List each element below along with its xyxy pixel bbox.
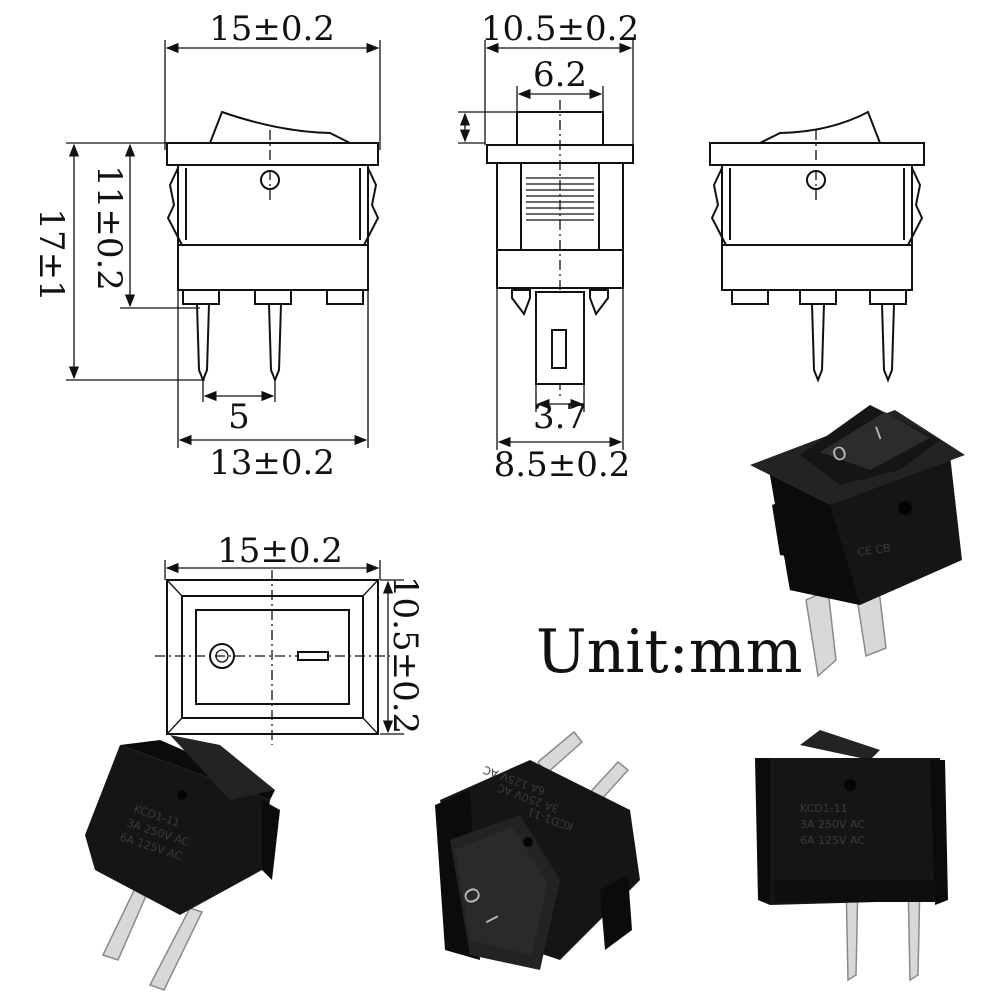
photo-switch-back: KCD1-11 3A 250V AC 6A 125V AC [755, 730, 948, 982]
photo-switch-front: O I CE CB [750, 405, 965, 678]
photo-1-marking: CE CB [857, 541, 892, 559]
photo-switch-side-left: KCD1-11 3A 250V AC 6A 125V AC [85, 735, 280, 991]
photo-switch-rocker-up: O I 6A 125V AC 3A 250V AC KCD1-11 [435, 730, 640, 970]
unit-label: Unit:mm [536, 617, 803, 687]
photo-4-model: KCD1-11 [800, 802, 848, 815]
dim-front-width: 15±0.2 [209, 9, 335, 49]
dim-top-width: 15±0.2 [217, 531, 343, 571]
dim-pin-pitch: 5 [228, 397, 250, 437]
rear-view [709, 110, 925, 383]
photo-4-rating-1: 3A 250V AC [800, 818, 865, 831]
rocker-off-symbol: O [830, 442, 850, 467]
dim-base-width: 13±0.2 [209, 443, 335, 483]
dim-front-body-height: 11±0.2 [89, 165, 129, 291]
photo-4-rating-2: 6A 125V AC [800, 834, 865, 847]
dim-side-width: 10.5±0.2 [481, 9, 639, 49]
front-view: 15±0.2 11±0.2 17±1 5 [31, 9, 381, 483]
dim-side-tab-width: 3.7 [533, 397, 587, 437]
dim-side-rocker-width: 6.2 [533, 55, 587, 95]
dim-side-base-width: 8.5±0.2 [494, 445, 631, 485]
dim-top-height: 10.5±0.2 [385, 576, 425, 734]
top-view: 15±0.2 10.5±0.2 [155, 531, 425, 745]
dim-front-total-height: 17±1 [31, 208, 71, 301]
side-view: 10.5±0.2 6.2 [458, 9, 639, 485]
